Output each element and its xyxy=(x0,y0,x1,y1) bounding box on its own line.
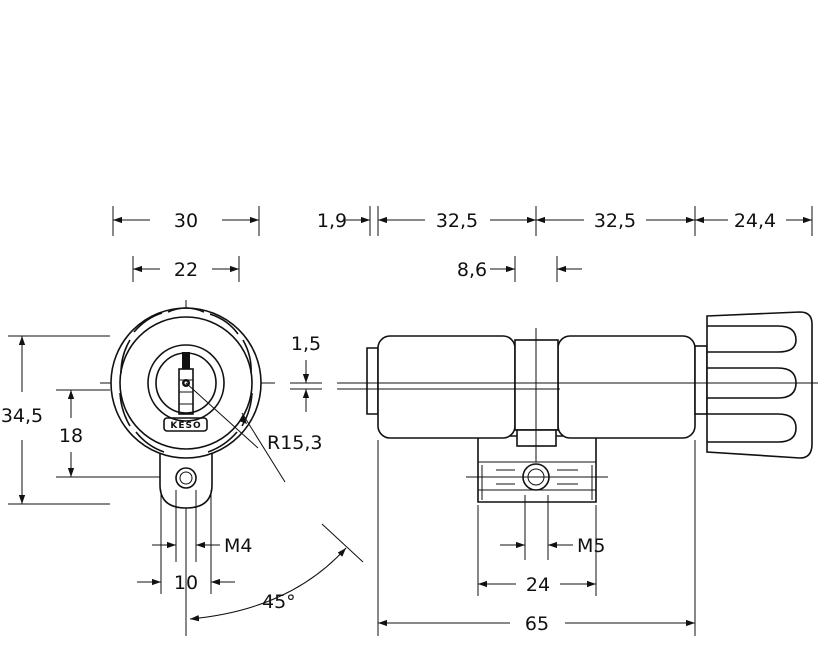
dim-18: 18 xyxy=(59,425,83,447)
dim-m4: M4 xyxy=(224,535,252,557)
dim-8-6: 8,6 xyxy=(457,259,487,281)
angle-dimension: 45° xyxy=(189,523,364,622)
dim-24: 24 xyxy=(526,574,550,596)
dim-32-5-right: 32,5 xyxy=(594,210,636,232)
side-view xyxy=(337,311,818,503)
plug-cap xyxy=(366,347,379,415)
logo-badge: KESO xyxy=(163,417,208,432)
dim-1-5: 1,5 xyxy=(291,333,321,355)
dimensions: 30 22 1,9 32,5 32,5 24,4 8,6 34,5 xyxy=(1,206,813,636)
knob-collar xyxy=(694,345,708,415)
radius-dimension: R15,3 xyxy=(185,382,323,483)
dim-30: 30 xyxy=(174,210,198,232)
dim-22: 22 xyxy=(174,259,198,281)
dim-1-9: 1,9 xyxy=(317,210,347,232)
front-view: KESO R15,3 xyxy=(100,300,323,520)
left-body xyxy=(377,335,516,439)
right-body xyxy=(557,335,696,439)
radius-label: R15,3 xyxy=(267,432,323,454)
cam-base xyxy=(466,435,608,503)
dim-32-5-left: 32,5 xyxy=(436,210,478,232)
dim-10: 10 xyxy=(174,572,198,594)
dim-34-5: 34,5 xyxy=(1,405,43,427)
dim-24-4: 24,4 xyxy=(734,210,776,232)
ring-scallops xyxy=(119,307,253,453)
core-outer xyxy=(147,344,225,422)
dim-45-deg: 45° xyxy=(262,591,296,613)
logo-text: KESO xyxy=(170,421,201,431)
knob-icon xyxy=(706,311,813,459)
dim-m5: M5 xyxy=(577,535,605,557)
dim-65: 65 xyxy=(525,613,549,635)
